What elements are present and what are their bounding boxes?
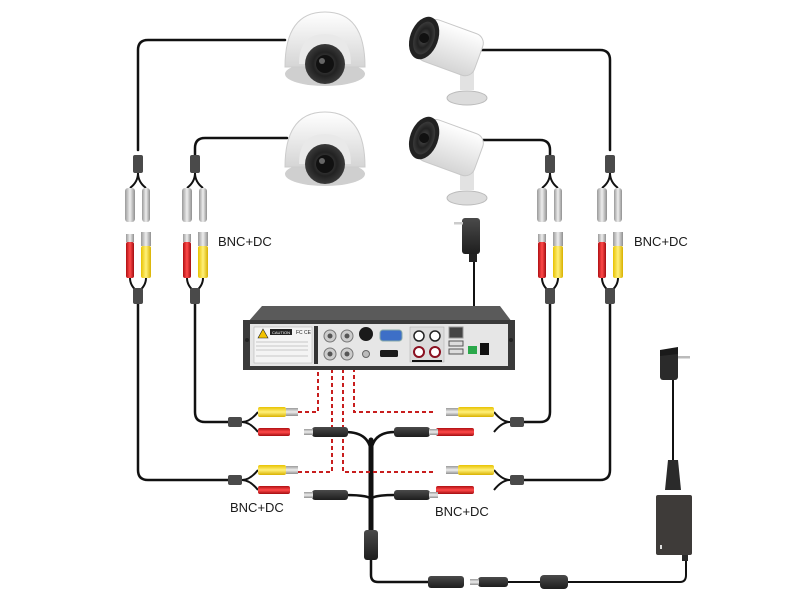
dc-plug-ur [394,427,438,437]
label-bnc-dc-right-lower: BNC+DC [435,504,489,519]
vertical-pair-3 [537,155,563,304]
dvr-power-adapter [454,218,480,262]
splitter-branch-lr [369,493,397,502]
horizontal-pair-2 [228,465,298,494]
camera-cables [136,38,687,584]
splitter-branch-ul [343,430,373,457]
cable-cam2-lower [518,298,612,482]
splitter-dc-plugs [304,427,568,589]
supply-male-plug [470,577,508,587]
alarm-terminal [468,346,477,354]
power-jack-round [359,327,373,341]
bullet-camera-1 [408,16,488,106]
dc-12v-jack [480,343,489,355]
splitter-base-plug [364,530,378,560]
bullet-camera-2 [408,116,488,206]
caution-text: CAUTION [272,330,290,335]
hdmi-port [380,350,398,357]
label-bnc-dc-left-lower: BNC+DC [230,500,284,515]
vertical-connector-pairs [125,155,623,304]
dome-camera-2 [284,111,366,186]
dvr-recorder: CAUTION FC CE [243,306,515,370]
fcc-text: FC CE [296,330,312,336]
bnc-video-inputs [323,329,354,361]
cable-cam1-lower [136,298,237,482]
splitter-branch-ll [343,493,373,502]
vga-port [379,329,403,342]
label-bnc-dc-left-upper: BNC+DC [218,234,272,249]
lan-port [448,326,464,339]
splitter-branch-ur [369,430,397,457]
horizontal-connector-pairs [228,407,524,494]
dc-plug-ul [304,427,348,437]
supply-cable [369,558,432,584]
camera-power-supply [656,347,692,561]
supply-cable-2 [499,559,687,583]
vertical-pair-4 [597,155,623,304]
horizontal-pair-1 [228,407,298,436]
dc-plug-ll [304,490,348,500]
dome-camera-1 [284,11,366,86]
signal-paths [298,370,433,473]
usb-port-2 [448,348,464,355]
supply-female-plug [428,576,464,588]
cable-cam1 [136,38,287,152]
usb-port-1 [448,340,464,347]
supply-ferrite [540,575,568,589]
horizontal-pair-3 [436,407,524,436]
cable-cam3 [193,136,289,157]
caution-label: CAUTION FC CE [253,326,313,364]
vertical-pair-2 [182,155,208,304]
cable-cam4 [466,138,552,157]
cable-cam2 [476,48,612,152]
label-bnc-dc-right-upper: BNC+DC [634,234,688,249]
vertical-pair-1 [125,155,151,304]
cable-cam4-lower [518,298,552,424]
dc-plug-lr [394,490,438,500]
horizontal-pair-4 [436,465,524,494]
audio-ports [409,326,445,363]
cable-cam3-lower [193,298,237,424]
